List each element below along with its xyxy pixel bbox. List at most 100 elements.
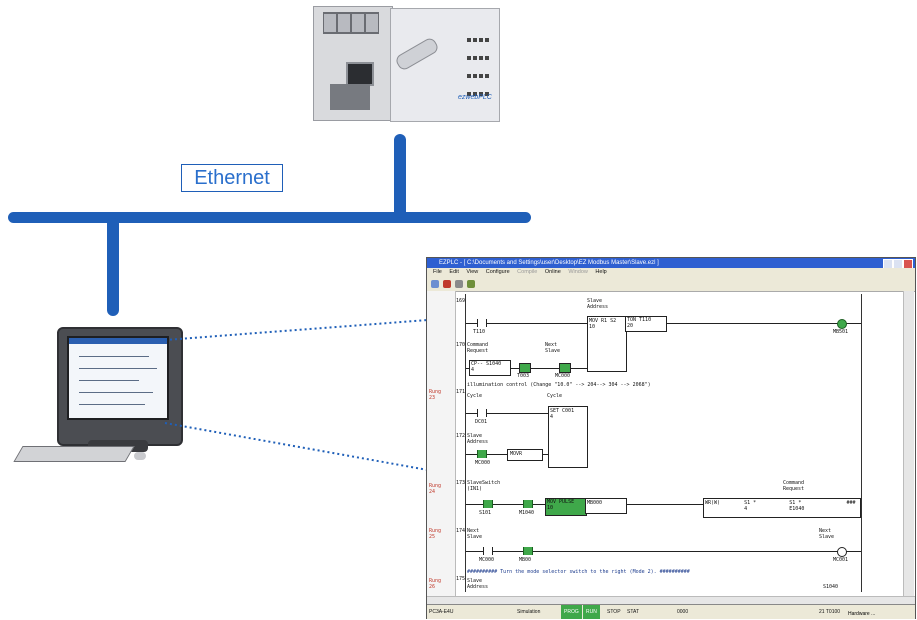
contact-mc000-2[interactable]	[477, 450, 487, 458]
tag-m1040: M1040	[519, 510, 535, 516]
status-stat: STAT	[627, 609, 640, 615]
contact-dc01[interactable]	[477, 409, 487, 417]
status-prog: PROG	[561, 605, 582, 619]
contact-m1040[interactable]	[523, 500, 533, 508]
rung-tag: Rung 26	[429, 578, 442, 590]
menu-window[interactable]: Window	[568, 269, 588, 275]
set-block-text: SET C001 4	[550, 408, 575, 420]
horizontal-scrollbar[interactable]	[427, 596, 915, 605]
right-power-rail	[861, 294, 862, 592]
menu-edit[interactable]: Edit	[449, 269, 459, 275]
contact-t003[interactable]	[519, 363, 531, 373]
menu-help[interactable]: Help	[595, 269, 607, 275]
label-slave-address-2: Slave Address	[467, 433, 489, 445]
ethernet-drop-pc	[107, 218, 119, 316]
ladder-editor-window: EZPLC - [ C:\Documents and Settings\user…	[426, 257, 916, 619]
label-next-slave-3: Next Slave	[819, 528, 835, 540]
tag-mb00: MB00	[519, 557, 532, 563]
rung-number: 171	[456, 389, 466, 395]
rung-number: 169	[456, 298, 466, 304]
mouse	[134, 452, 146, 460]
left-power-rail	[465, 294, 466, 592]
plc-terminals	[323, 12, 379, 34]
menu-file[interactable]: File	[433, 269, 442, 275]
movr-block[interactable]	[507, 449, 543, 461]
status-bar: PC3A-E4U Simulation PROG RUN STOP STAT 0…	[427, 604, 915, 619]
menu-configure[interactable]: Configure	[485, 269, 510, 275]
tag-mc001: MC001	[833, 557, 849, 563]
rung-number: 170	[456, 342, 466, 348]
back-icon[interactable]	[455, 280, 463, 288]
monitor-icon[interactable]	[467, 280, 475, 288]
tag-mc000-3: MC000	[479, 557, 495, 563]
vertical-scrollbar[interactable]	[903, 291, 914, 596]
label-slave-address: Slave Address	[587, 298, 609, 310]
coil[interactable]	[837, 319, 847, 329]
contact-mc000-3[interactable]	[483, 547, 493, 555]
tag-s101: S101	[479, 510, 492, 516]
ton-block[interactable]	[625, 316, 667, 332]
contact-mb00[interactable]	[523, 547, 533, 555]
rung-number: 174	[456, 528, 466, 534]
status-stop: STOP	[607, 609, 621, 615]
status-run: RUN	[583, 605, 600, 619]
monitor-screen	[67, 336, 169, 420]
set-block[interactable]	[548, 406, 588, 468]
write-block[interactable]	[703, 498, 861, 518]
label-slave-switch: SlaveSwitch (IN1)	[467, 480, 501, 492]
toolbar	[427, 277, 915, 292]
zoom-icon[interactable]	[431, 280, 439, 288]
label-next-slave-2: Next Slave	[467, 528, 483, 540]
movr-block-text: MOVR	[510, 451, 523, 457]
menu-compile[interactable]: Compile	[517, 269, 538, 275]
label-cycle: Cycle	[467, 393, 483, 399]
ton-block-text: TON T110 20	[627, 317, 652, 329]
contact-s101[interactable]	[483, 500, 493, 508]
tag-t003: T003	[517, 373, 530, 379]
label-command-request: Command Request	[467, 342, 489, 354]
mov-pulse-text: MOV PULSE 10	[547, 499, 575, 511]
stop-icon[interactable]	[443, 280, 451, 288]
menu-bar: File Edit View Configure Compile Online …	[427, 268, 915, 277]
plc-brand-logo: ezwebPLC	[458, 94, 492, 101]
contact-mc000[interactable]	[559, 363, 571, 373]
label-command-request-2: Command Request	[783, 480, 805, 492]
status-mode: Simulation	[517, 609, 541, 615]
status-plc: PC3A-E4U	[429, 609, 454, 615]
mov-block-text: MOV R1 S2 10	[589, 318, 617, 330]
mov-block[interactable]	[587, 316, 627, 372]
label-next-slave: Next Slave	[545, 342, 561, 354]
status-code: 0000	[677, 609, 689, 615]
tag-mb501: MB501	[833, 329, 849, 335]
label-cycle-2: Cycle	[547, 393, 563, 399]
rung-tag: Rung 25	[429, 528, 442, 540]
window-title: EZPLC - [ C:\Documents and Settings\user…	[439, 260, 659, 266]
window-titlebar: EZPLC - [ C:\Documents and Settings\user…	[427, 258, 915, 269]
coil-mc001[interactable]	[837, 547, 847, 557]
rung-wire	[466, 551, 861, 552]
rung-number: 175	[456, 576, 466, 582]
tag-mc000: MC000	[555, 373, 571, 379]
plc-connector	[330, 84, 370, 110]
mode-note: ########## Turn the mode selector switch…	[467, 569, 690, 575]
label-slave-address-3: Slave Address	[467, 578, 489, 590]
rung-tag: Rung 23	[429, 389, 442, 401]
contact[interactable]	[477, 319, 487, 327]
rung-wire	[466, 413, 548, 414]
ethernet-label: Ethernet	[181, 164, 283, 192]
menu-online[interactable]: Online	[544, 269, 561, 275]
tag-mc000-2: MC000	[475, 460, 491, 466]
tag-s1040: S1040	[823, 584, 839, 590]
write-block-text: WR(W) S1 * S1 * ### 4 E1040	[705, 500, 856, 512]
compare-block-text: CP-- S1040 4	[471, 361, 502, 373]
compare-block[interactable]	[469, 360, 511, 376]
mb000-text: MB000	[587, 500, 603, 506]
rung-number: 173	[456, 480, 466, 486]
mb000-block[interactable]	[585, 498, 627, 514]
menu-view[interactable]: View	[466, 269, 479, 275]
ethernet-drop-plc	[394, 134, 406, 218]
plc-io-leds	[466, 30, 492, 96]
rung-gutter	[427, 291, 456, 596]
rung-number: 172	[456, 433, 466, 439]
